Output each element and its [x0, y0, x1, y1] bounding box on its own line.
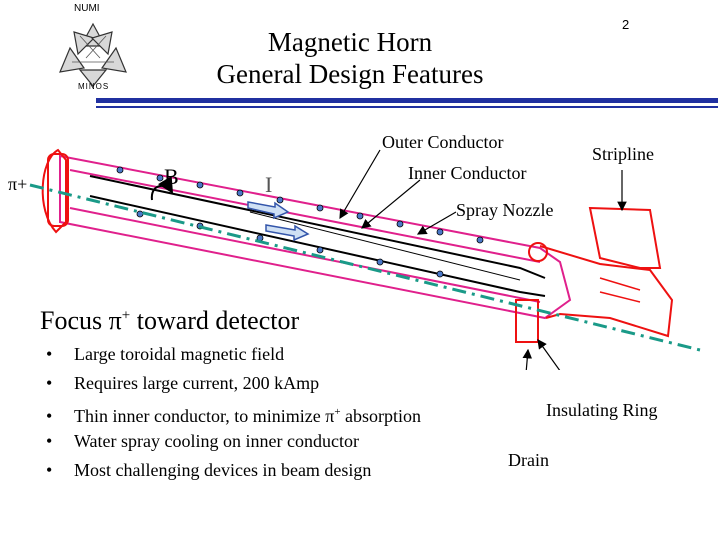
title-line-2: General Design Features — [216, 59, 484, 89]
list-item-sup: + — [334, 406, 341, 418]
inner-conductor-label: Inner Conductor — [408, 163, 527, 183]
insulating-ring-leader — [537, 339, 561, 370]
list-item-text: Thin inner conductor, to minimize π — [74, 406, 335, 426]
pi-plus-label: π+ — [8, 174, 28, 194]
insulating-ring-label: Insulating Ring — [546, 400, 658, 420]
current-label: I — [265, 172, 273, 197]
inner-conductor-leader — [361, 179, 421, 229]
b-field-label: B — [164, 164, 179, 189]
list-item: • Large toroidal magnetic field — [46, 340, 421, 369]
list-item-text-after: absorption — [340, 406, 422, 426]
list-item-text: Large toroidal magnetic field — [74, 344, 285, 364]
minos-logo-text: MINOS — [78, 82, 110, 91]
slide-number: 2 — [622, 17, 630, 32]
list-item-text: Requires large current, 200 kAmp — [74, 373, 320, 393]
list-item: • Most challenging devices in beam design — [46, 456, 421, 485]
bullet-marker: • — [46, 373, 53, 393]
focus-heading-sup: + — [121, 307, 131, 324]
stripline-label: Stripline — [592, 144, 654, 164]
title-line-1: Magnetic Horn — [267, 27, 433, 57]
horn-diagram — [29, 148, 701, 370]
outer-conductor-shape — [59, 154, 572, 320]
bullet-marker: • — [46, 431, 53, 451]
title-rule-thin — [96, 106, 718, 108]
list-item: • Water spray cooling on inner conductor — [46, 427, 421, 456]
current-arrows — [247, 201, 310, 242]
numi-label: NUMI — [74, 3, 100, 14]
focus-heading-post: toward detector — [130, 306, 300, 335]
list-item: • Thin inner conductor, to minimize π+ ab… — [46, 398, 421, 427]
spray-nozzle-label: Spray Nozzle — [456, 200, 554, 220]
title-rule-thick — [96, 98, 718, 103]
list-item-text: Water spray cooling on inner conductor — [74, 431, 359, 451]
drain-label: Drain — [508, 450, 549, 470]
inner-conductor-shape — [89, 175, 546, 297]
spray-nozzle-leader — [416, 211, 457, 235]
outer-conductor-label: Outer Conductor — [382, 132, 504, 152]
focus-heading: Focus π+ toward detector — [40, 306, 299, 336]
b-field-arrow — [150, 175, 174, 201]
drain-leader — [522, 348, 533, 370]
bullet-marker: • — [46, 344, 53, 364]
feature-list: • Large toroidal magnetic field • Requires… — [46, 340, 421, 485]
slide-title: Magnetic Horn General Design Features — [160, 26, 540, 90]
bullet-marker: • — [46, 406, 53, 426]
downstream-end-shape — [515, 206, 674, 343]
upstream-flange-shape — [41, 148, 69, 234]
outer-conductor-leader — [339, 149, 381, 220]
spray-nozzle-bumps — [116, 166, 484, 278]
bullet-marker: • — [46, 460, 53, 480]
list-item: • Requires large current, 200 kAmp — [46, 369, 421, 398]
focus-heading-pre: Focus π — [40, 306, 122, 335]
list-item-text: Most challenging devices in beam design — [74, 460, 372, 480]
minos-logo — [59, 22, 127, 87]
